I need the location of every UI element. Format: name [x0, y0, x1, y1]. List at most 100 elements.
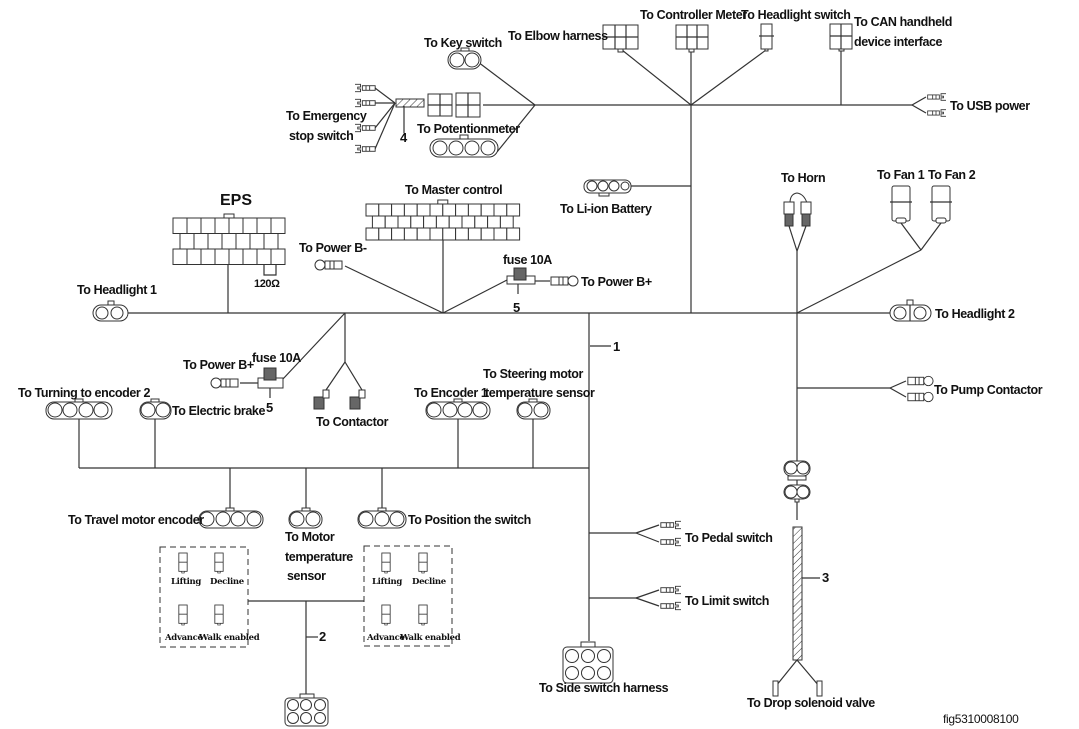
side-switch-harness-connector — [562, 641, 614, 684]
pin-cell — [270, 217, 286, 234]
potentiometer-connector — [429, 134, 499, 158]
callout-4: 4 — [400, 130, 408, 145]
fan-connectors — [890, 185, 952, 224]
pin-cell — [416, 203, 431, 217]
pin-cell — [242, 217, 258, 234]
pin-cell — [228, 248, 244, 265]
pin-cell — [480, 203, 495, 217]
headlight-1-connector — [92, 300, 129, 322]
pin-cell — [371, 215, 386, 229]
pin-cell — [249, 233, 265, 250]
eps-connector — [172, 213, 286, 276]
label-eps: EPS — [220, 192, 252, 209]
pin-cell — [429, 227, 444, 241]
label-limit-switch: To Limit switch — [685, 594, 769, 608]
label-contactor: To Contactor — [316, 415, 389, 429]
label-headlight-switch: To Headlight switch — [741, 8, 851, 22]
pin-cell — [429, 203, 444, 217]
inline-connector-pair — [783, 460, 811, 503]
drop-solenoid-harness — [772, 526, 823, 697]
label-electric-brake: To Electric brake — [172, 404, 265, 418]
pin-cell — [455, 227, 469, 241]
pin-cell — [214, 248, 230, 265]
label-can-line2: device interface — [854, 35, 943, 49]
label-motor-temp-line1: To Motor — [285, 530, 335, 544]
pin-cell — [365, 203, 380, 217]
label-power-b-plus-right: To Power B+ — [581, 275, 652, 289]
panel-right-advance: Advance — [366, 633, 406, 643]
electric-brake-connector — [139, 398, 172, 420]
label-motor-temp-line3: sensor — [287, 569, 326, 583]
pin-cell — [448, 215, 463, 229]
pin-cell — [499, 215, 514, 229]
pin-cell — [263, 233, 279, 250]
label-li-ion-battery: To Li-ion Battery — [560, 202, 652, 216]
pin-cell — [172, 248, 188, 265]
emergency-stop-connectors — [355, 83, 481, 154]
encoder-1-connector — [425, 398, 491, 420]
pin-cell — [416, 227, 431, 241]
pin-cell — [506, 203, 521, 217]
latch-tab — [223, 213, 235, 219]
position-switch-connector — [357, 507, 407, 529]
key-switch-connector — [447, 47, 482, 70]
label-pump-contactor: To Pump Contactor — [934, 383, 1043, 397]
pin-cell — [461, 215, 476, 229]
pin-cell — [242, 248, 258, 265]
label-motor-temp-line2: temperature — [285, 550, 353, 564]
pin-cell — [207, 233, 223, 250]
pin-cell — [435, 215, 450, 229]
label-can-line1: To CAN handheld — [854, 15, 952, 29]
travel-motor-encoder-connector — [198, 507, 264, 529]
label-side-switch: To Side switch harness — [539, 681, 669, 695]
bottom-six-pin-connector — [284, 693, 329, 727]
pin-cell — [228, 217, 244, 234]
horn-connectors — [783, 192, 812, 227]
power-b-minus-terminal — [314, 259, 343, 271]
pin-cell — [442, 203, 457, 217]
panel-left-walk: Walk enabled — [198, 633, 260, 643]
pin-cell — [410, 215, 425, 229]
switch-panel-left: Lifting Decline Advance Walk enabled — [159, 546, 260, 648]
fuse-top — [506, 267, 579, 294]
panel-left-lifting: Lifting — [171, 577, 201, 587]
pin-cell — [221, 233, 237, 250]
callout-5-left: 5 — [266, 400, 273, 415]
pin-cell — [200, 217, 216, 234]
label-resistor: 120Ω — [254, 278, 280, 290]
pin-cell — [403, 203, 418, 217]
pedal-switch-terminals — [660, 520, 681, 547]
callout-5-top: 5 — [513, 300, 520, 315]
callout-3: 3 — [822, 570, 829, 585]
pin-cell — [193, 233, 209, 250]
label-headlight1: To Headlight 1 — [77, 283, 157, 297]
pin-cell — [391, 227, 405, 241]
pin-cell — [384, 215, 399, 229]
panel-left-decline: Decline — [210, 577, 245, 587]
wires — [78, 49, 942, 694]
motor-temp-connector — [288, 507, 323, 529]
label-elbow-harness: To Elbow harness — [508, 29, 608, 43]
label-fan1: To Fan 1 — [877, 168, 925, 182]
pin-cell — [256, 248, 272, 265]
pin-cell — [200, 248, 216, 265]
label-turning-encoder2: To Turning to encoder 2 — [18, 386, 150, 400]
label-fan2: To Fan 2 — [928, 168, 976, 182]
callout-1: 1 — [613, 339, 620, 354]
pin-cell — [455, 203, 469, 217]
label-key-switch: To Key switch — [424, 36, 502, 50]
pin-cell — [487, 215, 501, 229]
label-controller-meter: To Controller Meter — [640, 8, 747, 22]
pin-cell — [256, 217, 272, 234]
label-power-b-minus: To Power B- — [299, 241, 367, 255]
contactor-connectors — [313, 389, 366, 410]
panel-right-walk: Walk enabled — [399, 633, 461, 643]
label-position-switch: To Position the switch — [408, 513, 531, 527]
master-control-connector — [365, 199, 521, 241]
li-ion-battery-connector — [583, 179, 632, 197]
elbow-harness-connector — [602, 24, 639, 53]
pin-cell — [365, 227, 380, 241]
limit-switch-terminals — [660, 585, 681, 611]
usb-power-connectors — [927, 93, 946, 117]
power-b-plus-left-terminal — [210, 367, 284, 398]
